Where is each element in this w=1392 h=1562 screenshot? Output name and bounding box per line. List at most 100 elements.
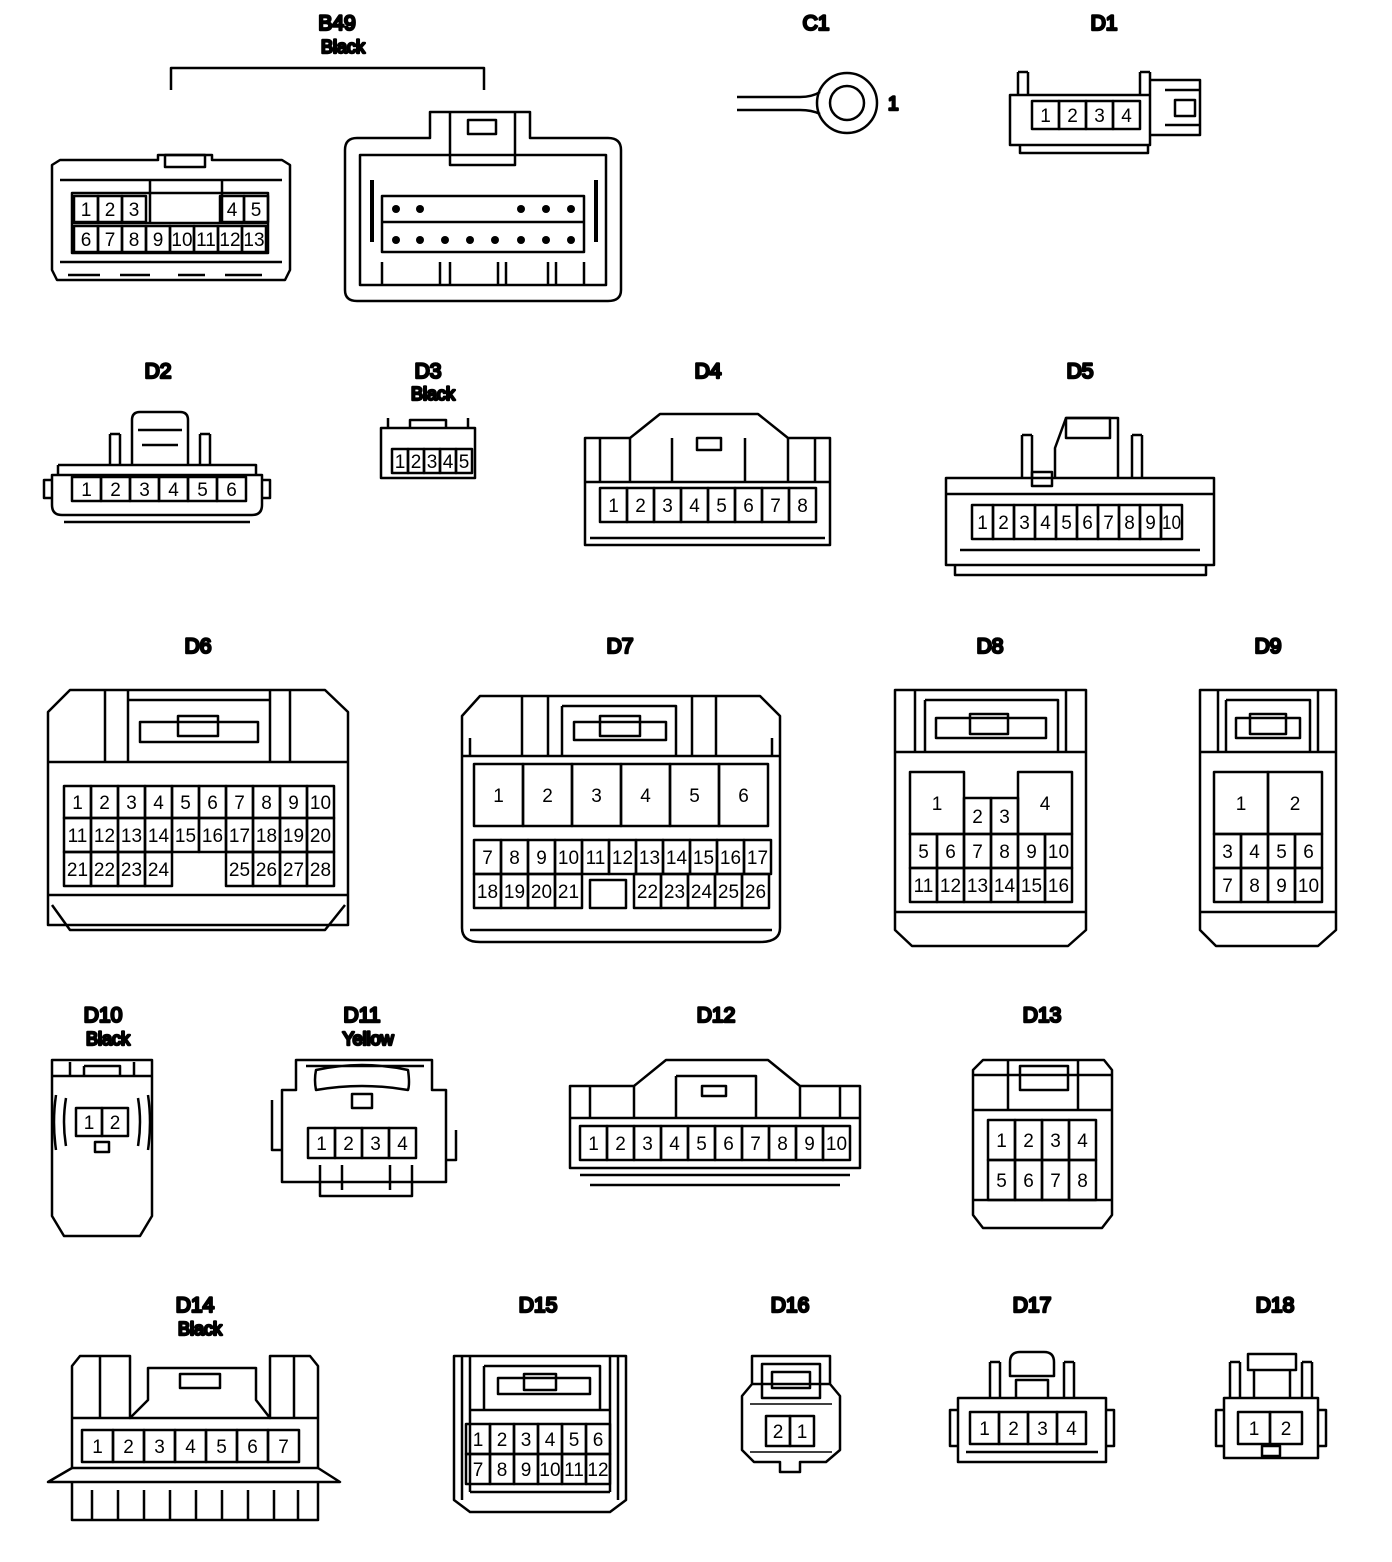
connector-color-d3: Black bbox=[411, 384, 456, 404]
pin-number: 26 bbox=[256, 860, 277, 881]
pin-number: 9 bbox=[1145, 513, 1156, 534]
pin-number: 6 bbox=[207, 793, 218, 814]
pin-number: 2 bbox=[99, 793, 110, 814]
connector-color-d11: Yellow bbox=[342, 1029, 394, 1049]
pin-number: 1 bbox=[608, 496, 619, 517]
pin-number: 1 bbox=[84, 1113, 95, 1134]
pin-number: 2 bbox=[1290, 794, 1301, 815]
pin-number: 1 bbox=[92, 1437, 103, 1458]
pin-number: 17 bbox=[747, 848, 768, 869]
pin-number: 1 bbox=[979, 1419, 990, 1440]
pin-cavity bbox=[305, 850, 336, 888]
pin-number: 22 bbox=[94, 860, 115, 881]
pin-number: 3 bbox=[1094, 106, 1105, 127]
pin-number: 5 bbox=[197, 480, 208, 501]
connector-label-d18: D18 bbox=[1256, 1294, 1295, 1317]
pin-number: 13 bbox=[967, 876, 988, 897]
pin-number: 20 bbox=[531, 882, 552, 903]
pin-number: 2 bbox=[635, 496, 646, 517]
pin-number: 1 bbox=[1249, 1419, 1260, 1440]
pin-number: 18 bbox=[477, 882, 498, 903]
pin-number: 8 bbox=[1249, 876, 1260, 897]
pin-cavity bbox=[454, 447, 474, 475]
pin-cavity bbox=[240, 224, 268, 254]
pin-number: 3 bbox=[591, 786, 602, 807]
connector-color-d10: Black bbox=[86, 1029, 131, 1049]
connector-color-b49: Black bbox=[321, 37, 366, 57]
pin-number: 1 bbox=[395, 452, 406, 473]
pin-number: 1 bbox=[473, 1430, 484, 1451]
pin-number: 4 bbox=[1121, 106, 1132, 127]
pin-cavity bbox=[120, 194, 148, 224]
pin-number: 2 bbox=[542, 786, 553, 807]
pin-number: 11 bbox=[68, 826, 88, 847]
pin-number: 4 bbox=[185, 1437, 196, 1458]
pin-number: 3 bbox=[1019, 513, 1030, 534]
pin-number: 5 bbox=[716, 496, 727, 517]
pin-cavity bbox=[584, 1452, 612, 1486]
pin-number: 12 bbox=[940, 876, 961, 897]
pin-number: 4 bbox=[689, 496, 700, 517]
pin-number: 3 bbox=[139, 480, 150, 501]
pin-number: 23 bbox=[664, 882, 685, 903]
pin-number: 9 bbox=[288, 793, 299, 814]
pin-number: 8 bbox=[999, 842, 1010, 863]
pin-number: 7 bbox=[234, 793, 245, 814]
pin-number: 7 bbox=[105, 230, 116, 251]
connector-label-d6: D6 bbox=[185, 635, 212, 658]
pin-cavity bbox=[143, 850, 174, 888]
pin-number: 20 bbox=[310, 826, 331, 847]
pin-number: 10 bbox=[539, 1460, 560, 1481]
pin-number: 8 bbox=[497, 1460, 508, 1481]
pin-number: 3 bbox=[1222, 842, 1233, 863]
pin-number: 10 bbox=[558, 848, 579, 869]
pin-number: 6 bbox=[1303, 842, 1314, 863]
pin-cavity bbox=[821, 1124, 852, 1162]
pin-cavity bbox=[787, 486, 818, 524]
pin-number: 7 bbox=[750, 1134, 761, 1155]
pin-number: 2 bbox=[497, 1430, 508, 1451]
connector-label-d8: D8 bbox=[977, 635, 1004, 658]
connector-label-d16: D16 bbox=[771, 1294, 810, 1317]
pin-number: 6 bbox=[723, 1134, 734, 1155]
connector-label-d3: D3 bbox=[415, 360, 442, 383]
pin-number: 7 bbox=[1222, 876, 1233, 897]
pin-number: 21 bbox=[67, 860, 88, 881]
pin-number: 10 bbox=[1048, 842, 1069, 863]
pin-number: 2 bbox=[1067, 106, 1078, 127]
pin-cavity bbox=[1159, 503, 1184, 541]
pin-number: 9 bbox=[804, 1134, 815, 1155]
pin-cavity bbox=[1293, 866, 1324, 904]
pin-number: 8 bbox=[1077, 1171, 1088, 1192]
pin-number: 4 bbox=[1040, 794, 1051, 815]
connector-label-d1: D1 bbox=[1091, 12, 1118, 35]
pin-number: 2 bbox=[1281, 1419, 1292, 1440]
pin-number: 9 bbox=[521, 1460, 532, 1481]
pin-number: 1 bbox=[72, 793, 83, 814]
pin-cavity bbox=[740, 872, 771, 910]
pin-cavity bbox=[1067, 1158, 1098, 1202]
pin-number: 1 bbox=[81, 200, 92, 221]
pin-number: 24 bbox=[691, 882, 713, 903]
pin-number: 21 bbox=[558, 882, 579, 903]
pin-number: 3 bbox=[370, 1134, 381, 1155]
pin-number: 14 bbox=[666, 848, 688, 869]
connector-label-d9: D9 bbox=[1255, 635, 1282, 658]
pin-number: 15 bbox=[175, 826, 196, 847]
pin-number: 12 bbox=[219, 230, 240, 251]
pin-number: 19 bbox=[283, 826, 304, 847]
